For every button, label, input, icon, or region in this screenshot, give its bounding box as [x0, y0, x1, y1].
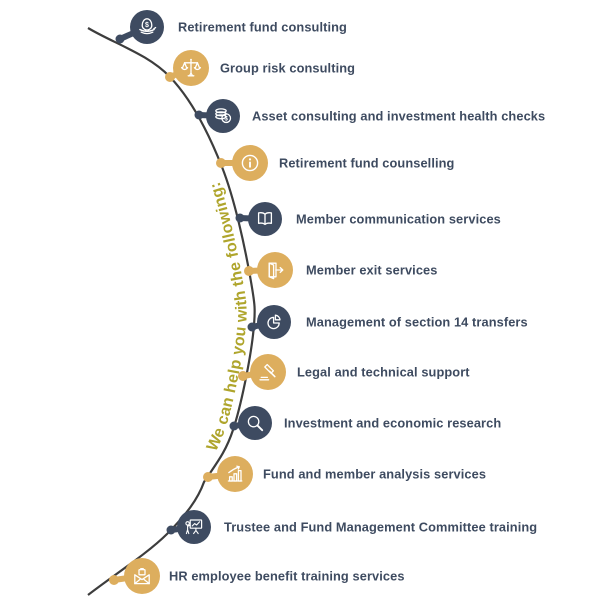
service-item: Management of section 14 transfers	[247, 305, 528, 339]
open-book-icon	[257, 212, 273, 226]
service-item: Trustee and Fund Management Committee tr…	[166, 510, 537, 544]
service-label: Member communication services	[296, 212, 501, 227]
curve-dot	[238, 371, 248, 381]
service-item: Investment and economic research	[229, 406, 501, 440]
scales-icon	[180, 58, 202, 77]
service-item: Member exit services	[244, 252, 437, 288]
magnifier-icon	[247, 415, 264, 432]
icon-circle	[124, 558, 160, 594]
bar-chart-icon	[227, 465, 243, 482]
envelope-briefcase-icon	[134, 567, 150, 585]
curve-dot	[194, 110, 204, 120]
curve-dot	[115, 34, 125, 44]
service-item: Fund and member analysis services	[203, 456, 486, 492]
curve-dot	[203, 472, 213, 482]
service-item: HR employee benefit training services	[109, 558, 405, 594]
service-label: Member exit services	[306, 263, 437, 278]
curve-dot	[244, 266, 254, 276]
icon-circle	[130, 10, 164, 44]
service-item: Legal and technical support	[238, 354, 470, 390]
pie-chart-icon	[267, 314, 281, 330]
curve-dot	[247, 322, 257, 332]
curve-dot	[166, 525, 176, 535]
service-item: $ Asset consulting and investment health…	[194, 99, 545, 133]
icon-circle	[238, 406, 272, 440]
presentation-icon	[185, 519, 203, 535]
service-item: Group risk consulting	[165, 50, 355, 86]
info-icon	[241, 154, 259, 172]
service-label: Retirement fund counselling	[279, 156, 454, 171]
nest-egg-dollar-icon: $	[139, 18, 157, 35]
service-item: Retirement fund counselling	[216, 145, 454, 181]
svg-text:$: $	[225, 116, 229, 122]
curve-dot	[235, 213, 245, 223]
timeline-curve	[87, 27, 256, 596]
service-label: HR employee benefit training services	[169, 569, 405, 584]
curve-dot	[165, 72, 175, 82]
exit-door-icon	[268, 262, 284, 280]
curve-dot	[229, 421, 239, 431]
service-label: Asset consulting and investment health c…	[252, 109, 545, 124]
service-label: Group risk consulting	[220, 61, 355, 76]
curve-dot	[109, 575, 119, 585]
gavel-icon	[259, 363, 276, 381]
icon-circle	[250, 354, 286, 390]
service-label: Investment and economic research	[284, 416, 501, 431]
svg-text:$: $	[145, 22, 149, 29]
coin-stack-icon: $	[215, 108, 232, 124]
icon-circle	[177, 510, 211, 544]
service-label: Fund and member analysis services	[263, 467, 486, 482]
curve-dot	[216, 158, 226, 168]
service-item: $ Retirement fund consulting	[115, 10, 347, 44]
service-item: Member communication services	[235, 202, 501, 236]
service-label: Management of section 14 transfers	[306, 315, 528, 330]
icon-circle	[257, 252, 293, 288]
service-label: Retirement fund consulting	[178, 20, 347, 35]
service-label: Trustee and Fund Management Committee tr…	[224, 520, 537, 535]
service-label: Legal and technical support	[297, 365, 470, 380]
